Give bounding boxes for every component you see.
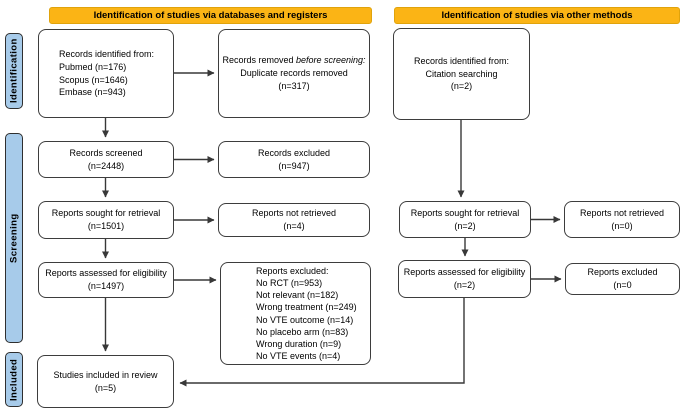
box-line: (n=2) [453,280,476,290]
box-line: Records removed before screening: [222,55,366,66]
box-line: No RCT (n=953) [256,278,323,289]
box-line: (n=5) [94,382,117,393]
box-reports-excluded-other: Reports excluded (n=0 [565,263,680,295]
box-line: Reports not retrieved [251,208,337,219]
box-line: Scopus (n=1646) [59,74,128,85]
box-line: Embase (n=943) [59,87,126,98]
box-line: Reports assessed for eligibility [45,268,167,279]
box-line: Reports sought for retrieval [51,208,161,219]
box-line: Records excluded [257,147,331,158]
box-reports-not-retrieved: Reports not retrieved (n=4) [218,203,370,237]
header-other-methods: Identification of studies via other meth… [394,7,680,24]
box-reports-sought-retrieval-other: Reports sought for retrieval (n=2) [399,201,531,238]
box-reports-not-retrieved-other: Reports not retrieved (n=0) [564,201,680,238]
italic-before-screening: before screening: [295,55,366,66]
box-line: Reports excluded: [256,265,329,276]
box-line: (n=2) [454,220,476,231]
box-reports-assessed-eligibility: Reports assessed for eligibility (n=1497… [38,262,174,298]
box-line: (n=2448) [87,160,125,171]
box-line: Wrong duration (n=9) [256,338,342,349]
box-line: Duplicate records removed [240,68,348,79]
box-line: (n=0 [613,280,632,290]
header-databases-registers: Identification of studies via databases … [49,7,372,24]
box-line: No VTE events (n=4) [256,350,341,361]
box-line: (n=0) [611,220,633,231]
box-line: Not relevant (n=182) [256,290,339,301]
box-reports-assessed-eligibility-other: Reports assessed for eligibility (n=2) [398,260,531,298]
box-line: (n=1497) [87,281,125,291]
box-line: Reports excluded [587,267,658,278]
box-line: Pubmed (n=176) [59,61,127,72]
box-line: Reports assessed for eligibility [403,267,526,278]
box-line: Reports sought for retrieval [410,207,520,218]
box-line: Reports not retrieved [579,207,665,218]
box-line: Citation searching [425,68,498,79]
box-reports-sought-retrieval: Reports sought for retrieval (n=1501) [38,201,174,239]
box-records-identified-citation: Records identified from: Citation search… [393,28,530,120]
box-line: Records identified from: [59,48,155,59]
box-line: Records identified from: [413,55,510,66]
box-line: (n=1501) [87,221,125,231]
box-line: No VTE outcome (n=14) [256,314,354,325]
box-line: (n=317) [278,80,310,91]
box-line: (n=2) [450,81,473,92]
box-line: (n=4) [283,221,305,231]
box-line: Wrong treatment (n=249) [256,302,357,313]
box-records-removed-before-screening: Records removed before screening: Duplic… [218,29,370,118]
box-line: Studies included in review [53,369,158,380]
box-line: Records screened [69,147,143,158]
box-line: (n=947) [278,160,310,171]
box-line: No placebo arm (n=83) [256,326,349,337]
box-reports-excluded-reasons: Reports excluded: No RCT (n=953) Not rel… [220,262,371,365]
box-records-screened: Records screened (n=2448) [38,141,174,178]
box-studies-included-review: Studies included in review (n=5) [37,355,174,408]
box-records-identified-databases: Records identified from: Pubmed (n=176) … [38,29,174,118]
box-records-excluded: Records excluded (n=947) [218,141,370,178]
